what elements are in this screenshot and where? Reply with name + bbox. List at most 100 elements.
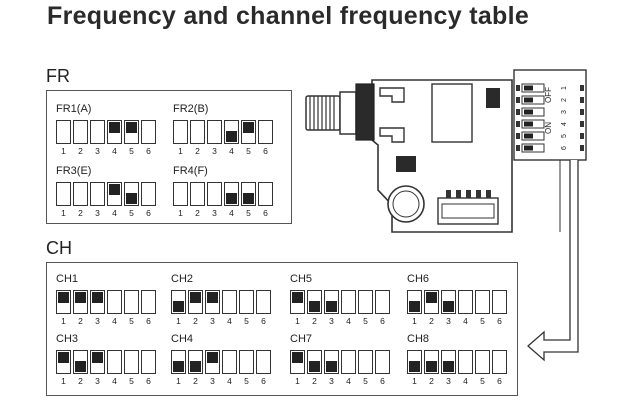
- ch-section-label: CH: [46, 238, 72, 258]
- dip-switch-knob: [58, 292, 69, 303]
- dip-switch-6: [492, 350, 507, 374]
- dip-group-label: FR2(B): [173, 103, 209, 115]
- dip-group-label: FR1(A): [56, 103, 92, 115]
- dip-switch-knob: [75, 361, 86, 372]
- dip-switch-5: [124, 350, 139, 374]
- dip-switch-4: [222, 290, 237, 314]
- off-label: OFF: [544, 87, 553, 103]
- dip-switch-5: [124, 120, 139, 144]
- dip-switch-row: [173, 120, 273, 144]
- dip-switch-5: [239, 350, 254, 374]
- switch-number: 4: [463, 376, 468, 386]
- fr-section-label: FR: [46, 66, 70, 86]
- dip-switch-1: [56, 350, 71, 374]
- switch-number: 2: [195, 208, 200, 218]
- dip-switch-row: [290, 290, 390, 314]
- dip-switch-2: [73, 290, 88, 314]
- switch-number: 4: [227, 376, 232, 386]
- switch-number: 5: [129, 146, 134, 156]
- module-dip-number: 5: [561, 134, 568, 138]
- dip-switches: [516, 83, 584, 153]
- switch-number: 1: [412, 316, 417, 326]
- dip-switch-knob: [75, 292, 86, 303]
- dip-switch-row: [171, 290, 271, 314]
- dip-switch-row: [56, 182, 156, 206]
- switch-number: 6: [497, 316, 502, 326]
- switch-number: 6: [261, 376, 266, 386]
- dip-group-label: FR3(E): [56, 165, 92, 177]
- dip-switch-knob: [426, 292, 437, 303]
- switch-number: 4: [229, 146, 234, 156]
- dip-switch-knob: [226, 193, 237, 204]
- dip-switch-3: [205, 290, 220, 314]
- dip-switch-5: [124, 182, 139, 206]
- dip-switch-knob: [292, 292, 303, 303]
- dip-switch-1: [290, 350, 305, 374]
- switch-number: 3: [95, 316, 100, 326]
- dip-switch-3: [207, 182, 222, 206]
- switch-number: 4: [112, 208, 117, 218]
- dip-switch-3: [441, 290, 456, 314]
- switch-number: 3: [95, 208, 100, 218]
- switch-number: 4: [346, 376, 351, 386]
- dip-switch-2: [73, 350, 88, 374]
- dip-switch-1: [290, 290, 305, 314]
- dip-switch-knob: [207, 352, 218, 363]
- on-label: ON: [544, 122, 553, 134]
- dip-switch-knob: [109, 184, 120, 195]
- switch-number: 6: [146, 208, 151, 218]
- dip-switch-4: [224, 120, 239, 144]
- dip-switch-knob: [126, 193, 137, 204]
- dip-switch-6: [141, 182, 156, 206]
- switch-number: 5: [129, 208, 134, 218]
- dip-switch-1: [171, 290, 186, 314]
- switch-number: 6: [146, 316, 151, 326]
- switch-number: 6: [380, 316, 385, 326]
- switch-number: 1: [295, 316, 300, 326]
- dip-switch-row: [290, 350, 390, 374]
- switch-number: 4: [346, 316, 351, 326]
- switch-number: 1: [61, 208, 66, 218]
- switch-number: 5: [480, 316, 485, 326]
- dip-switch-3: [324, 290, 339, 314]
- dip-switch-knob: [92, 292, 103, 303]
- switch-number: 2: [193, 316, 198, 326]
- dip-switch-knob: [326, 361, 337, 372]
- dip-switch-1: [407, 350, 422, 374]
- switch-number: 1: [61, 146, 66, 156]
- switch-number: 4: [463, 316, 468, 326]
- dip-switch-6: [141, 120, 156, 144]
- dip-switch-2: [190, 120, 205, 144]
- dip-switch-5: [475, 350, 490, 374]
- dip-switch-6: [141, 290, 156, 314]
- dip-switch-6: [258, 182, 273, 206]
- dip-switch-knob: [226, 131, 237, 142]
- dip-group-label: CH6: [407, 273, 430, 285]
- switch-number: 2: [78, 146, 83, 156]
- dip-switch-knob: [326, 301, 337, 312]
- dip-switch-5: [239, 290, 254, 314]
- dip-switch-knob: [109, 122, 120, 133]
- dip-switch-2: [188, 290, 203, 314]
- dip-switch-3: [90, 290, 105, 314]
- switch-number: 3: [210, 316, 215, 326]
- dip-switch-3: [207, 120, 222, 144]
- dip-switch-6: [141, 350, 156, 374]
- dip-switch-knob: [58, 352, 69, 363]
- dip-switch-5: [124, 290, 139, 314]
- dip-group-label: CH4: [171, 333, 194, 345]
- dip-switch-2: [424, 350, 439, 374]
- dip-switch-2: [73, 182, 88, 206]
- dip-group-label: CH3: [56, 333, 79, 345]
- switch-number: 2: [78, 376, 83, 386]
- switch-number: 2: [429, 376, 434, 386]
- small-component: [486, 88, 500, 108]
- switch-number: 3: [212, 208, 217, 218]
- switch-number: 5: [363, 376, 368, 386]
- dip-switch-knob: [190, 361, 201, 372]
- switch-number: 5: [129, 376, 134, 386]
- switch-number: 6: [261, 316, 266, 326]
